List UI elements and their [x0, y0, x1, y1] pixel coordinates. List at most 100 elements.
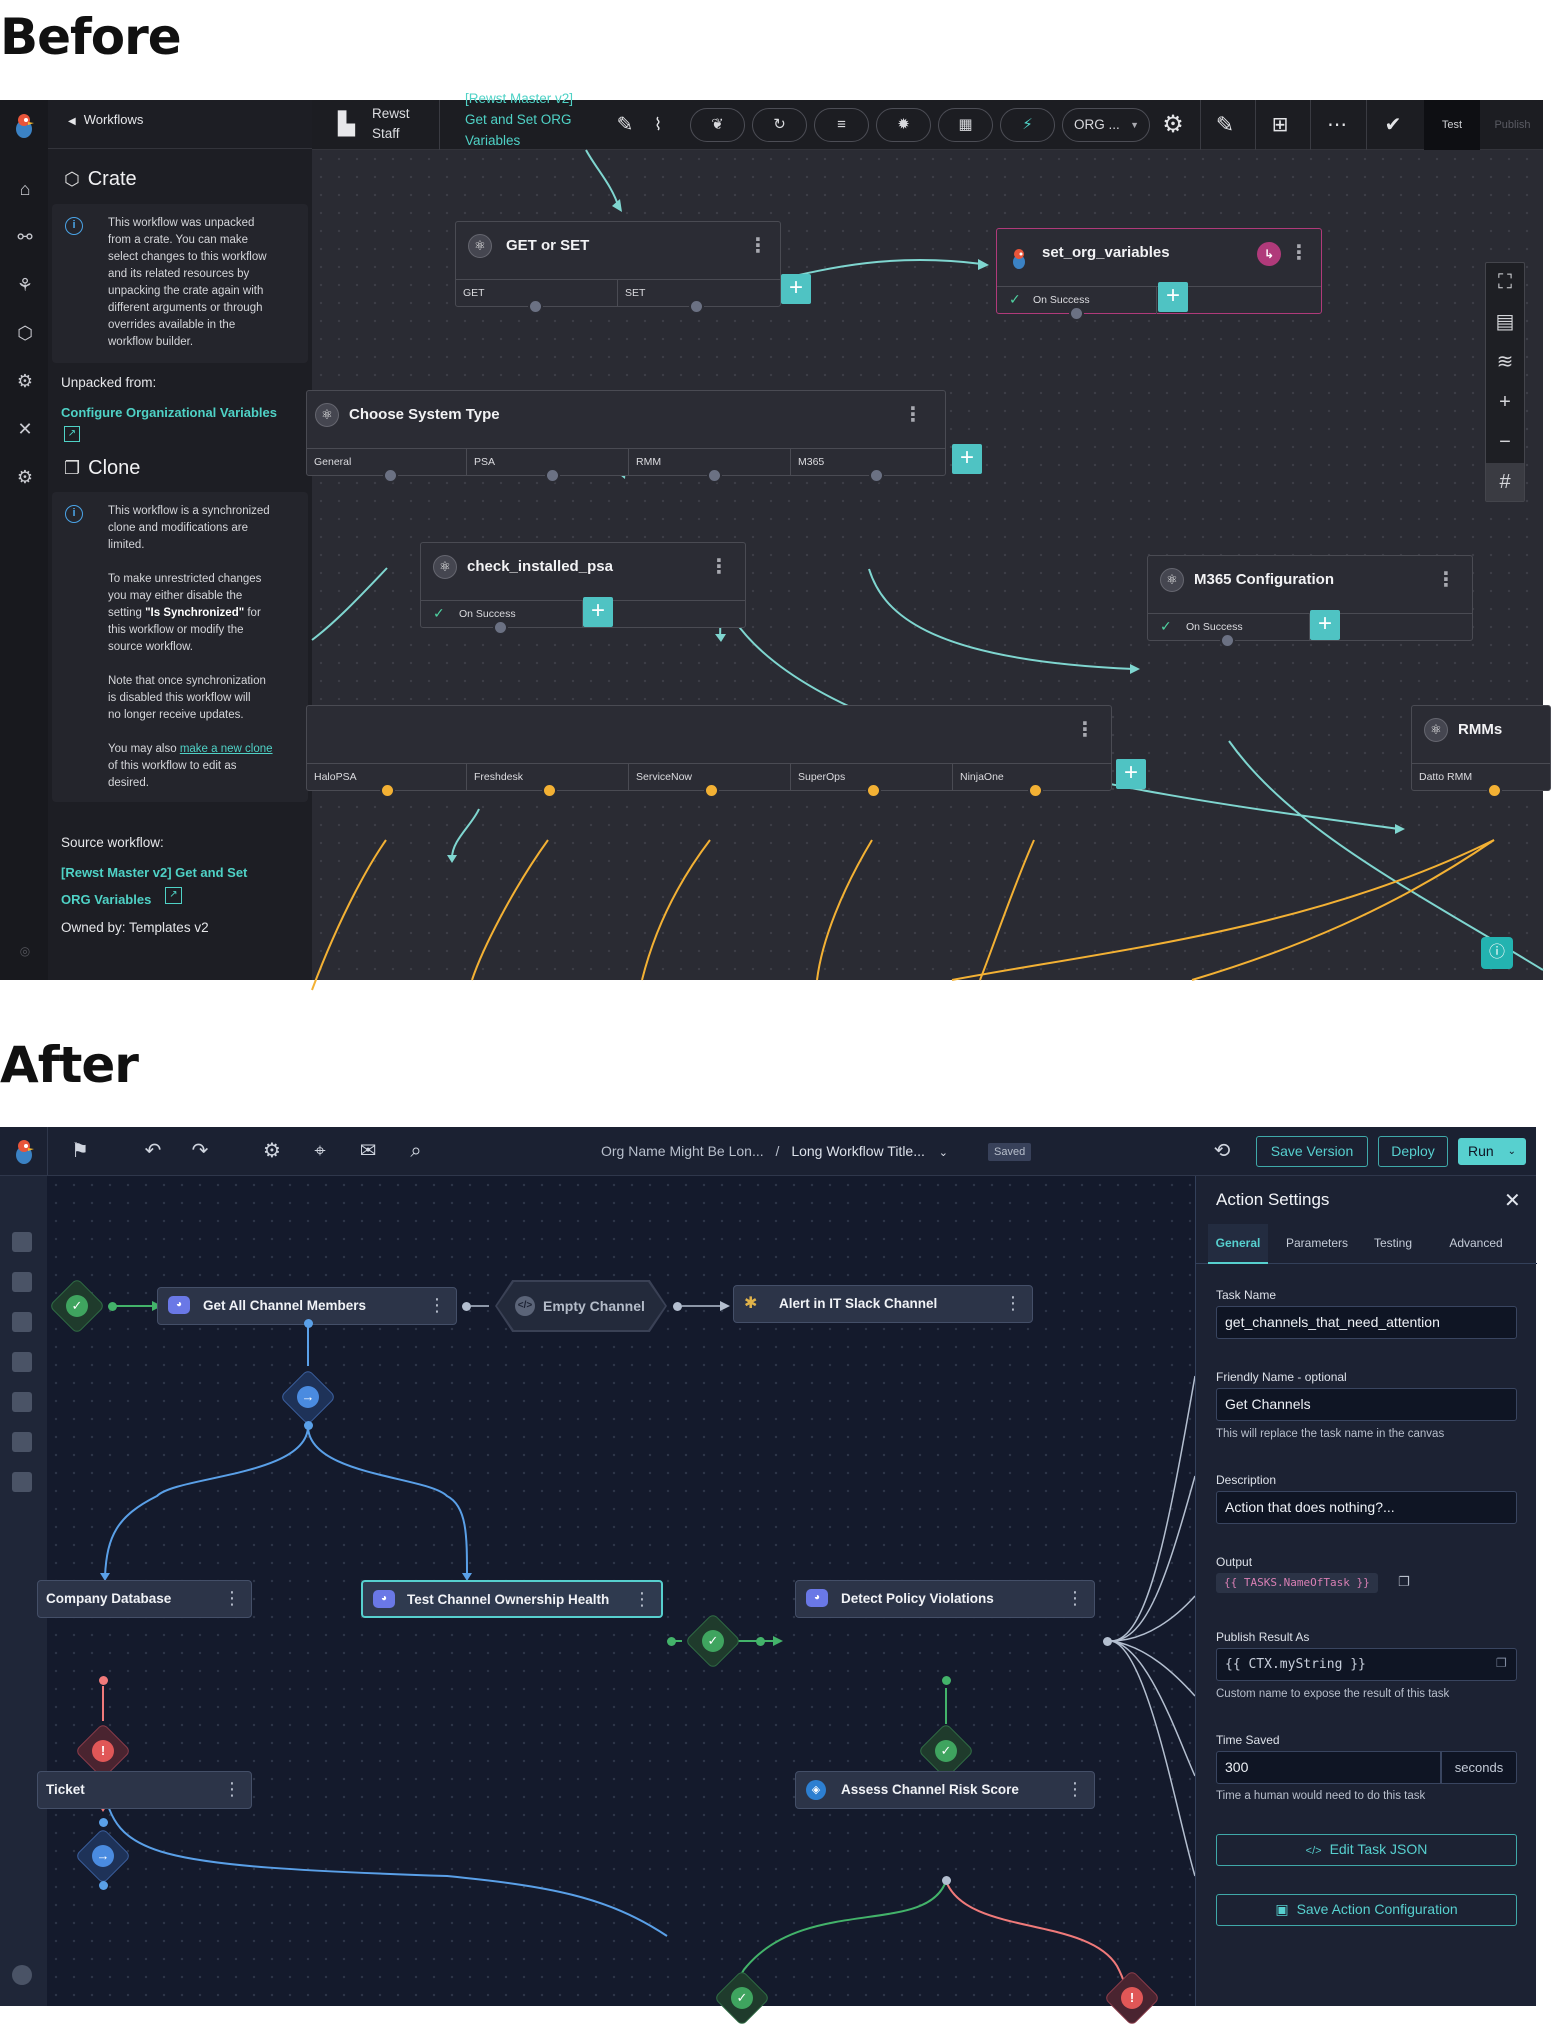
kebab-icon[interactable]: ⋮: [223, 1779, 241, 1799]
add-transition-button[interactable]: +: [1310, 610, 1340, 640]
port[interactable]: [108, 1302, 117, 1311]
workflows-icon[interactable]: ⚯: [17, 227, 33, 247]
kebab-icon[interactable]: ⋮: [1066, 1779, 1084, 1799]
deploy-button[interactable]: Deploy: [1378, 1136, 1448, 1167]
node-company-database[interactable]: Company Database⋮: [37, 1580, 252, 1618]
slot-servicenow[interactable]: ServiceNow: [629, 764, 791, 791]
slot-on-success[interactable]: On Success: [421, 601, 583, 628]
slot-m365[interactable]: M365: [798, 456, 825, 468]
source-workflow-link[interactable]: ORG Variables: [61, 892, 152, 907]
kebab-icon[interactable]: ⋮: [1066, 1588, 1084, 1608]
port[interactable]: [493, 620, 508, 635]
workflow-title[interactable]: Long Workflow Title...: [791, 1143, 925, 1159]
rewst-logo-icon[interactable]: [13, 1138, 35, 1166]
nav-item-icon[interactable]: [12, 1352, 32, 1372]
nav-item-icon[interactable]: [12, 1472, 32, 1492]
run-button[interactable]: Run⌄: [1458, 1138, 1526, 1165]
rewst-icon[interactable]: ❦: [690, 108, 745, 142]
analytics-icon[interactable]: ⌇: [653, 115, 663, 134]
port[interactable]: [1487, 783, 1502, 798]
slot-get[interactable]: GET: [456, 280, 618, 307]
add-transition-button[interactable]: +: [781, 274, 811, 304]
tab-parameters[interactable]: Parameters: [1285, 1236, 1349, 1250]
port[interactable]: [1069, 306, 1084, 321]
node-choose-system-type[interactable]: ⚛Choose System Type⋮ General PSA RMM M36…: [306, 390, 946, 483]
node-alert-slack[interactable]: ✱Alert in IT Slack Channel⋮: [733, 1285, 1033, 1323]
version-history-icon[interactable]: ⟲: [1213, 1140, 1231, 1162]
port[interactable]: [869, 468, 884, 483]
make-new-clone-link[interactable]: make a new clone: [179, 743, 273, 755]
undo-icon[interactable]: ↶: [144, 1140, 162, 1162]
org-select[interactable]: ORG ...▼: [1062, 108, 1150, 142]
redo-icon[interactable]: ↷: [191, 1140, 209, 1162]
description-input[interactable]: Action that does nothing?...: [1216, 1491, 1517, 1524]
tab-advanced[interactable]: Advanced: [1449, 1236, 1503, 1250]
fullscreen-icon[interactable]: ⛶: [1498, 271, 1512, 293]
add-transition-button[interactable]: +: [952, 444, 982, 474]
port[interactable]: [667, 1637, 676, 1646]
tools-icon[interactable]: ✕: [17, 419, 33, 439]
add-transition-button[interactable]: +: [1116, 759, 1146, 789]
nav-item-icon[interactable]: [12, 1432, 32, 1452]
port[interactable]: [383, 468, 398, 483]
external-link-icon[interactable]: ↗: [165, 887, 182, 904]
slot-general[interactable]: General: [307, 449, 467, 476]
zoom-in-icon[interactable]: +: [1499, 391, 1511, 413]
slot-freshdesk[interactable]: Freshdesk: [467, 764, 629, 791]
kebab-icon[interactable]: ⋮: [1004, 1293, 1022, 1313]
info-icon[interactable]: ⓘ: [1481, 937, 1513, 969]
kebab-icon[interactable]: ⋮: [903, 404, 923, 426]
kebab-icon[interactable]: ⋮: [633, 1589, 651, 1609]
close-icon[interactable]: ✕: [1504, 1190, 1521, 1212]
kebab-icon[interactable]: ⋮: [1436, 569, 1456, 591]
task-name-input[interactable]: get_channels_that_need_attention: [1216, 1306, 1517, 1339]
kebab-icon[interactable]: ⋮: [428, 1295, 446, 1315]
node-detect-policy-violations[interactable]: ◕Detect Policy Violations⋮: [795, 1580, 1095, 1618]
slot-rmm[interactable]: RMM: [629, 449, 791, 476]
kebab-icon[interactable]: ⋮: [709, 556, 729, 578]
port[interactable]: [99, 1676, 108, 1685]
focus-icon[interactable]: ⌖: [314, 1140, 326, 1162]
kebab-icon[interactable]: ⋮: [748, 235, 768, 257]
node-test-channel-ownership-health[interactable]: ◕Test Channel Ownership Health⋮: [361, 1580, 663, 1618]
collapse-icon[interactable]: ◎: [19, 944, 31, 958]
nav-item-icon[interactable]: [12, 1232, 32, 1252]
slot-on-success[interactable]: On Success: [1148, 614, 1310, 641]
test-button[interactable]: Test: [1424, 100, 1480, 150]
copy-icon[interactable]: ❐: [1496, 1656, 1507, 1670]
node-get-all-channel-members[interactable]: ◕Get All Channel Members⋮: [157, 1287, 457, 1325]
tab-testing[interactable]: Testing: [1373, 1236, 1413, 1250]
port[interactable]: [545, 468, 560, 483]
forms-icon[interactable]: ▦: [938, 108, 993, 142]
save-action-configuration-button[interactable]: ▣Save Action Configuration: [1216, 1894, 1517, 1926]
rewst-logo-icon[interactable]: [13, 112, 35, 140]
node-psa-switch[interactable]: ⋮ HaloPSA Freshdesk ServiceNow SuperOps …: [306, 705, 1112, 798]
node-get-or-set[interactable]: ⚛GET or SET⋮ GET SET: [455, 221, 781, 314]
history-settings-icon[interactable]: ↻: [752, 108, 807, 142]
port[interactable]: [542, 783, 557, 798]
port[interactable]: [707, 468, 722, 483]
triggers-icon[interactable]: ⚡: [1000, 108, 1055, 142]
unpacked-from-link[interactable]: Configure Organizational Variables: [61, 405, 277, 420]
port[interactable]: [704, 783, 719, 798]
search-icon[interactable]: ⌕: [410, 1140, 422, 1162]
workflow-canvas[interactable]: ⚛GET or SET⋮ GET SET + set_org_variables…: [306, 149, 1551, 991]
add-transition-button[interactable]: +: [583, 597, 613, 627]
nav-item-icon[interactable]: [12, 1312, 32, 1332]
port[interactable]: [99, 1818, 108, 1827]
pencil-icon[interactable]: ✎: [1215, 112, 1235, 137]
kebab-icon[interactable]: ⋮: [1075, 719, 1095, 741]
slot-psa[interactable]: PSA: [467, 449, 629, 476]
workflow-canvas[interactable]: ✓ ◕Get All Channel Members⋮ </>Empty Cha…: [37, 1176, 1196, 2026]
port[interactable]: [528, 299, 543, 314]
edit-task-json-button[interactable]: </>Edit Task JSON: [1216, 1834, 1517, 1866]
tab-general[interactable]: General: [1208, 1224, 1268, 1264]
node-ticket[interactable]: Ticket⋮: [37, 1771, 252, 1809]
comment-icon[interactable]: ✉: [359, 1140, 377, 1162]
port[interactable]: [380, 783, 395, 798]
triggers-icon[interactable]: ⚘: [16, 275, 34, 295]
slot-halopsa[interactable]: HaloPSA: [307, 764, 467, 791]
slot-superops[interactable]: SuperOps: [791, 764, 953, 791]
org-name[interactable]: Org Name Might Be Lon...: [601, 1143, 764, 1159]
